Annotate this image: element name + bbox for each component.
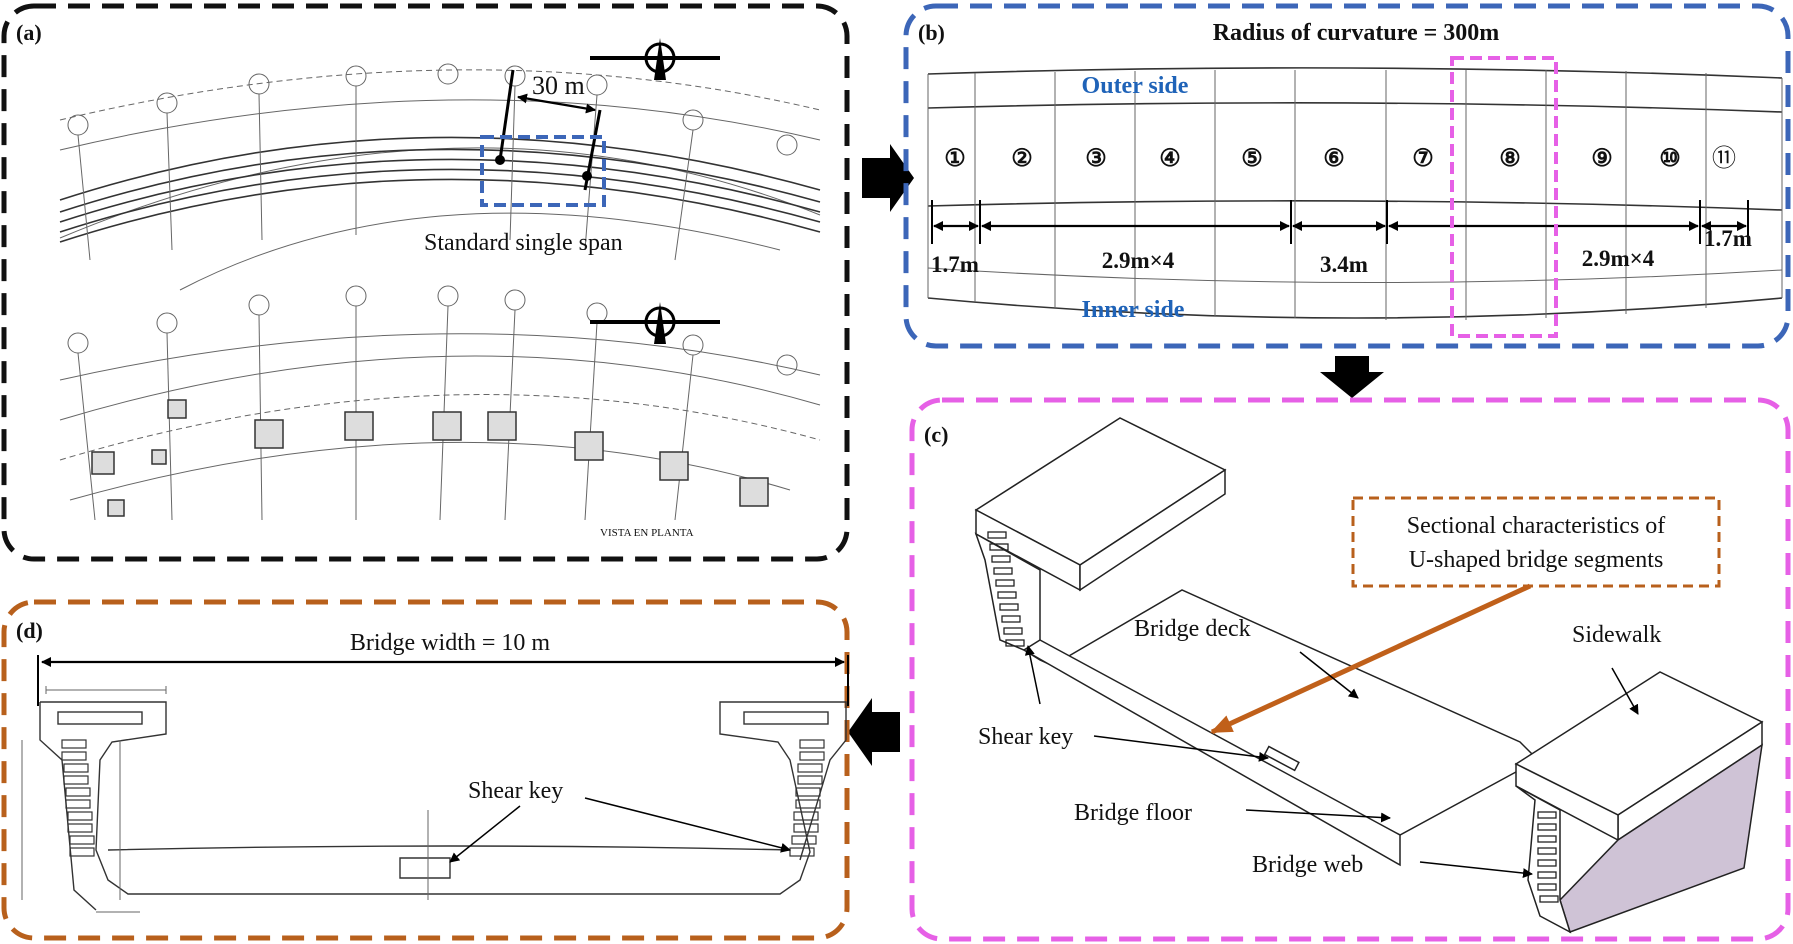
arrow-left-icon <box>848 698 900 766</box>
inner-side-label: Inner side <box>1082 297 1185 323</box>
segment-4: ④ <box>1159 146 1181 172</box>
bridge-width-label: Bridge width = 10 m <box>350 630 551 656</box>
shear-key-label-d: Shear key <box>468 778 563 804</box>
span-caption: Standard single span <box>424 230 623 256</box>
panel-d-label: (d) <box>16 618 43 643</box>
panel-d-frame <box>1 599 850 941</box>
outer-side-label: Outer side <box>1082 73 1189 99</box>
segment-9: ⑨ <box>1591 146 1613 172</box>
plan-drawing-bottom: VISTA EN PLANTA <box>59 285 821 539</box>
small-dimension-marks <box>21 686 429 913</box>
callout-box <box>1351 496 1721 588</box>
panel-c: (c) <box>909 397 1791 942</box>
panel-b: (b) Radius of curvature = 300m Outer sid… <box>903 3 1791 349</box>
segment-1: ① <box>944 146 966 172</box>
panel-a-frame <box>1 3 850 562</box>
span-dimension: 30 m <box>532 71 585 100</box>
segment-3: ③ <box>1085 146 1107 172</box>
cross-section-voids <box>61 739 825 857</box>
callout-arrow <box>1210 583 1532 735</box>
dim-4: 2.9m×4 <box>1582 246 1655 271</box>
panel-d: (d) Bridge width = 10 m <box>1 599 850 941</box>
segment-10: ⑩ <box>1659 146 1681 172</box>
dim-5: 1.7m <box>1704 226 1752 251</box>
north-arrow-icon-2 <box>590 302 720 344</box>
north-arrow-icon <box>590 38 720 80</box>
segment-dimensions <box>931 200 1749 244</box>
plan-note: VISTA EN PLANTA <box>600 527 694 539</box>
panel-b-label: (b) <box>918 20 945 45</box>
arrow-right-icon <box>862 144 914 212</box>
dim-3: 3.4m <box>1320 252 1368 277</box>
curvature-title: Radius of curvature = 300m <box>1213 20 1500 46</box>
dim-1: 1.7m <box>931 252 979 277</box>
callout-line-1: Sectional characteristics of <box>1407 513 1666 539</box>
dim-2: 2.9m×4 <box>1102 248 1175 273</box>
panel-a: (a) <box>1 3 850 562</box>
deck-label: Bridge deck <box>1134 616 1251 642</box>
floor-label: Bridge floor <box>1074 800 1192 826</box>
panel-c-label: (c) <box>924 422 948 447</box>
span-highlight-box <box>480 135 606 207</box>
sidewalk-label: Sidewalk <box>1572 622 1661 648</box>
panel-c-frame <box>909 397 1791 942</box>
web-voids <box>987 531 1559 903</box>
arrow-down-icon <box>1320 356 1384 398</box>
plan-drawing-top: 30 m Standard single span <box>59 38 821 291</box>
u-cross-section <box>39 701 847 911</box>
segment-5: ⑤ <box>1241 146 1263 172</box>
segment-plan: Outer side Inner side ① ② ③ ④ ⑤ ⑥ ⑦ ⑧ ⑨ … <box>927 67 1783 323</box>
segment-8: ⑧ <box>1499 146 1521 172</box>
segment-2: ② <box>1011 146 1033 172</box>
panel-a-label: (a) <box>16 20 42 45</box>
segment-6: ⑥ <box>1323 146 1345 172</box>
web-label: Bridge web <box>1252 852 1363 878</box>
u-segment-3d <box>974 417 1764 934</box>
panel-b-frame <box>903 3 1791 349</box>
segment-11: ⑪ <box>1712 145 1736 172</box>
segment-8-highlight <box>1450 56 1558 338</box>
segment-7: ⑦ <box>1412 146 1434 172</box>
shear-key-label-c: Shear key <box>978 724 1073 750</box>
callout-line-2: U-shaped bridge segments <box>1409 547 1664 573</box>
